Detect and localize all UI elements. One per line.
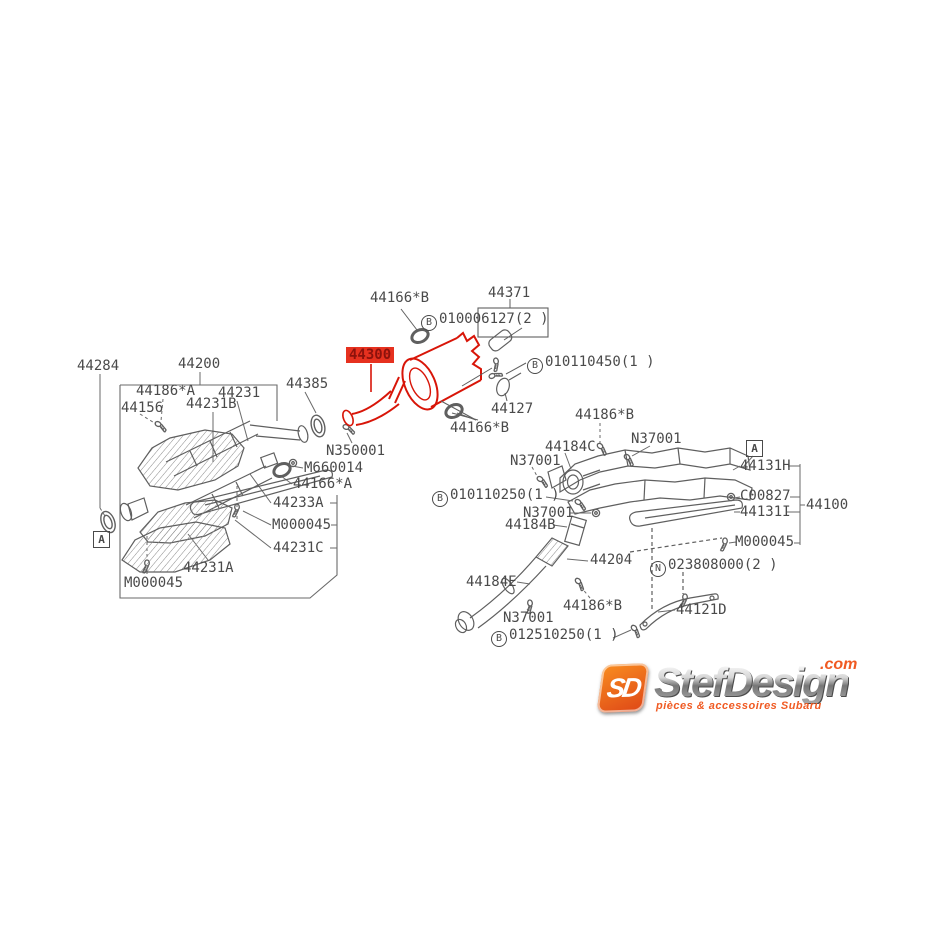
center-exhaust-parts — [454, 441, 753, 639]
circled-b-icon: B — [421, 315, 437, 331]
circled-b-icon: B — [527, 358, 543, 374]
part-label-44371[interactable]: 44371 — [488, 285, 531, 301]
part-label-N37001-a[interactable]: N37001 — [631, 431, 682, 447]
right-leader-lines — [516, 423, 805, 639]
logo-tld: .com — [820, 656, 858, 673]
part-label-44284[interactable]: 44284 — [77, 358, 120, 374]
logo-wordmark: StefDesign — [654, 659, 850, 705]
part-label-44204[interactable]: 44204 — [590, 552, 633, 568]
muffler-hardware — [400, 299, 549, 422]
part-label-M000045-mid[interactable]: M000045 — [272, 517, 332, 533]
part-label-44184E[interactable]: 44184E — [466, 574, 517, 590]
part-label-44186B-r1[interactable]: 44186*B — [575, 407, 635, 423]
circled-b-icon: B — [491, 631, 507, 647]
part-label-44100[interactable]: 44100 — [806, 497, 849, 513]
part-label-44385[interactable]: 44385 — [286, 376, 329, 392]
logo-badge-icon: SD — [596, 663, 650, 713]
part-label-44184B[interactable]: 44184B — [505, 517, 556, 533]
part-number-text: 023808000(2 ) — [668, 557, 778, 573]
section-marker-boxA-left: A — [93, 531, 110, 548]
part-label-44166B-top[interactable]: 44166*B — [370, 290, 430, 306]
part-label-44300[interactable]: 44300 — [346, 347, 395, 363]
part-label-N37001-c[interactable]: N37001 — [523, 505, 574, 521]
part-label-44233A[interactable]: 44233A — [273, 495, 324, 511]
part-label-44166B-mid[interactable]: 44166*B — [450, 420, 510, 436]
part-label-44186B-b[interactable]: 44186*B — [563, 598, 623, 614]
part-label-M000045-right[interactable]: M000045 — [735, 534, 795, 550]
part-number-text: 010110450(1 ) — [545, 354, 655, 370]
part-label-M000045-left[interactable]: M000045 — [124, 575, 184, 591]
part-label-44200[interactable]: 44200 — [178, 356, 221, 372]
logo-tagline: pièces & accessoires Subaru — [656, 700, 822, 712]
circled-b-icon: B — [432, 491, 448, 507]
part-label-N37001-b[interactable]: N37001 — [510, 453, 561, 469]
part-label-44186A[interactable]: 44186*A — [136, 383, 196, 399]
part-label-44231B[interactable]: 44231B — [186, 396, 237, 412]
part-label-44231[interactable]: 44231 — [218, 385, 261, 401]
part-label-44121D[interactable]: 44121D — [676, 602, 727, 618]
part-label-44131I[interactable]: 44131I — [740, 504, 791, 520]
part-label-44166A[interactable]: 44166*A — [293, 476, 353, 492]
muffler-44300[interactable] — [341, 331, 482, 427]
part-number-text: 012510250(1 ) — [509, 627, 619, 643]
part-label-M660014[interactable]: M660014 — [304, 460, 364, 476]
part-label-44156[interactable]: 44156 — [121, 400, 164, 416]
part-label-44127[interactable]: 44127 — [491, 401, 534, 417]
part-label-N37001-d[interactable]: N37001 — [503, 610, 554, 626]
section-marker-boxA-right: A — [746, 440, 763, 457]
circled-n-icon: N — [650, 561, 666, 577]
part-number-text: 010006127(2 ) — [439, 311, 549, 327]
part-label-N350001[interactable]: N350001 — [326, 443, 386, 459]
front-exhaust-parts — [97, 412, 357, 574]
part-label-44184C[interactable]: 44184C — [545, 439, 596, 455]
part-label-44231A[interactable]: 44231A — [183, 560, 234, 576]
part-label-C00827[interactable]: C00827 — [740, 488, 791, 504]
part-label-44231C[interactable]: 44231C — [273, 540, 324, 556]
stefdesign-logo[interactable]: SD StefDesign .com pièces & accessoires … — [596, 656, 878, 730]
part-label-44131H[interactable]: 44131H — [740, 458, 791, 474]
part-number-text: 010110250(1 ) — [450, 487, 560, 503]
